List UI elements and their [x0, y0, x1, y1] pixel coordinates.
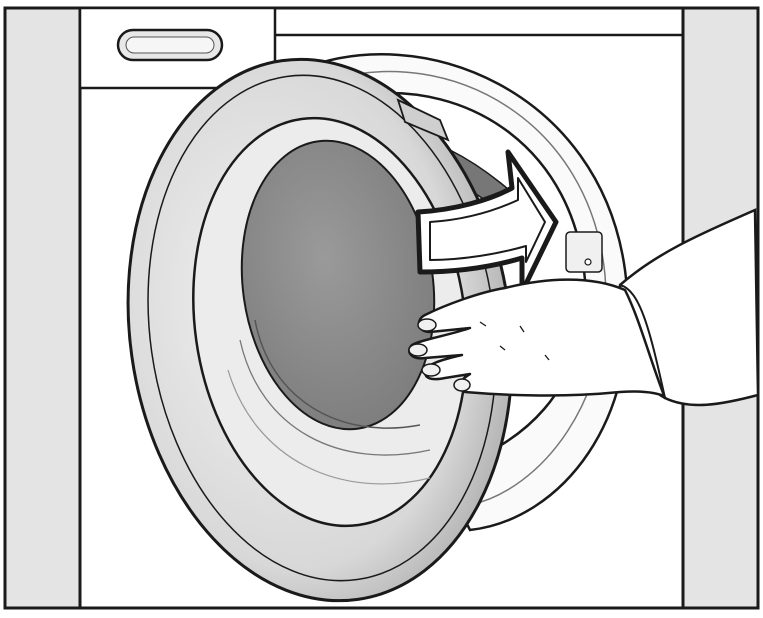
door-latch-receiver	[565, 231, 603, 273]
hand	[408, 208, 760, 407]
washing-machine-door[interactable]	[94, 34, 546, 618]
door-handle[interactable]	[396, 98, 450, 142]
left-side-panel	[3, 6, 82, 610]
porthole-frame	[296, 53, 630, 532]
